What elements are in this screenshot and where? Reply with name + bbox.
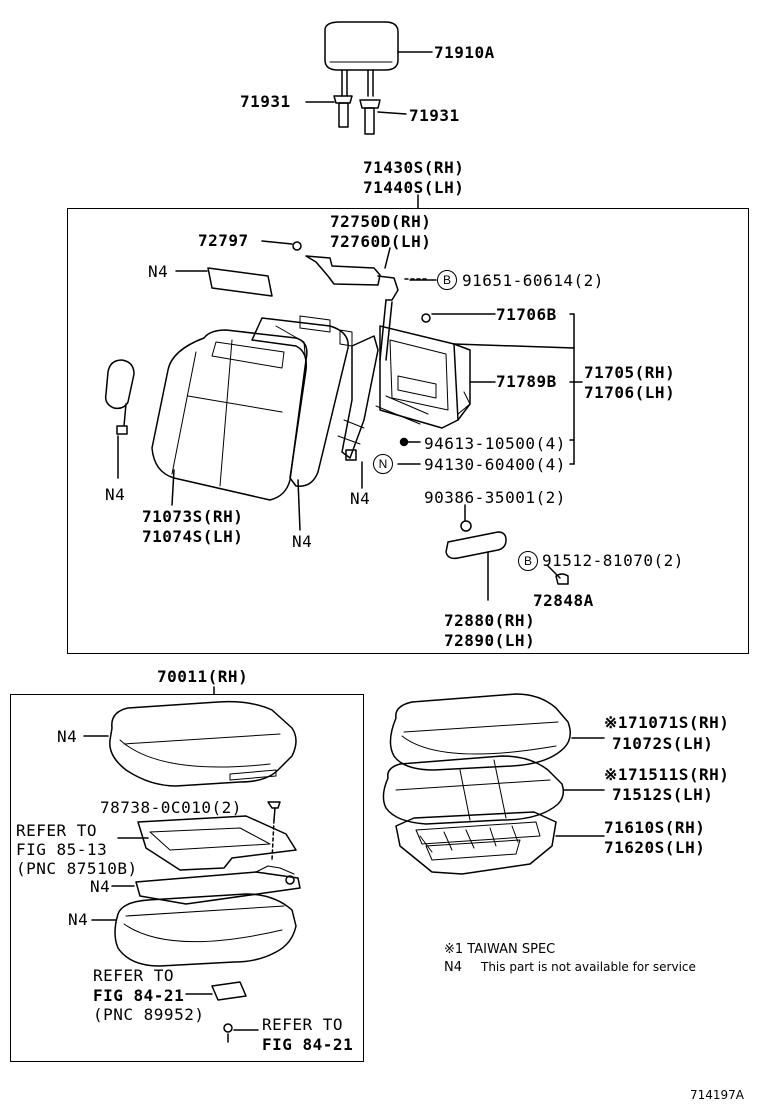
label-n4-frame: N4	[350, 489, 371, 508]
label-frame-rh: 71705(RH)	[584, 363, 676, 382]
label-refer-3a: REFER TO	[262, 1015, 344, 1034]
label-cushion-assy: 70011(RH)	[157, 667, 249, 686]
cushion-pad-right-drawing	[382, 755, 605, 825]
headrest-supports-drawing	[305, 95, 407, 135]
shield-drawing	[445, 504, 569, 601]
label-hinge-cover-rh: 72750D(RH)	[330, 212, 432, 231]
label-cover-rh: 71073S(RH)	[142, 507, 244, 526]
label-frame-lh: 71706(LH)	[584, 383, 676, 402]
label-refer-2c: (PNC 89952)	[93, 1005, 205, 1024]
label-cushion-frame-lh: 71620S(LH)	[604, 838, 706, 857]
seatback-frame-drawing	[337, 335, 379, 489]
label-headrest: 71910A	[434, 43, 495, 62]
label-bolt-91512: 91512-81070(2)	[542, 551, 684, 570]
bolt-marker-b-2: B	[518, 551, 538, 571]
label-clip-72797: 72797	[198, 231, 249, 250]
label-screw-90386: 90386-35001(2)	[424, 488, 566, 507]
label-nut-94130: 94130-60400(4)	[424, 455, 566, 474]
cushion-heater-drawing	[111, 815, 301, 905]
nut-marker-n: N	[373, 454, 393, 474]
label-cap-72848a: 72848A	[533, 591, 594, 610]
label-refer-1c: (PNC 87510B)	[16, 859, 138, 878]
label-hinge-cover-lh: 72760D(LH)	[330, 232, 432, 251]
label-refer-2b: FIG 84-21	[93, 986, 185, 1005]
label-cushion-pad-lh: 71512S(LH)	[612, 785, 714, 804]
label-cushion-cover-rh: ※171071S(RH)	[604, 713, 730, 732]
label-headrest-support-left: 71931	[240, 92, 291, 111]
label-n4-left: N4	[105, 485, 126, 504]
label-cushion-frame-rh: 71610S(RH)	[604, 818, 706, 837]
label-clip-78738: 78738-0C010(2)	[100, 798, 242, 817]
cushion-frame-right-drawing	[395, 811, 605, 875]
label-n4-cushion-bottom: N4	[68, 910, 89, 929]
label-cushion-cover-lh: 71072S(LH)	[612, 734, 714, 753]
note-taiwan-spec: ※1 TAIWAN SPEC	[444, 942, 556, 957]
bolt-marker-b: B	[437, 270, 457, 290]
label-cushion-pad-rh: ※171511S(RH)	[604, 765, 730, 784]
label-bolt-91651: 91651-60614(2)	[462, 271, 604, 290]
seatback-cover-drawing	[151, 329, 308, 501]
label-n4-pad: N4	[148, 262, 169, 281]
label-n4-mid: N4	[292, 532, 313, 551]
cushion-bottom-drawing	[91, 893, 297, 967]
label-shield-lh: 72890(LH)	[444, 631, 536, 650]
cushion-top-drawing	[83, 700, 297, 787]
label-hook-71706b: 71706B	[496, 305, 557, 324]
label-shield-rh: 72880(RH)	[444, 611, 536, 630]
label-refer-2a: REFER TO	[93, 966, 175, 985]
label-seatback-rh: 71430S(RH)	[363, 158, 465, 177]
note-n4-text: This part is not available for service	[481, 960, 696, 974]
label-refer-1b: FIG 85-13	[16, 840, 108, 859]
seatback-frame-71705-drawing	[375, 313, 583, 465]
label-cover-lh: 71074S(LH)	[142, 527, 244, 546]
label-headrest-support-right: 71931	[409, 106, 460, 125]
label-frame-71789b: 71789B	[496, 372, 557, 391]
label-seatback-lh: 71440S(LH)	[363, 178, 465, 197]
seatback-assembly-frame	[67, 208, 749, 654]
label-refer-3b: FIG 84-21	[262, 1035, 354, 1054]
hinge-cover-drawing	[305, 247, 427, 361]
cushion-cover-right-drawing	[389, 693, 605, 771]
cushion-assembly-frame	[10, 694, 364, 1062]
label-nut-94613: 94613-10500(4)	[424, 434, 566, 453]
label-refer-1a: REFER TO	[16, 821, 98, 840]
headrest-drawing	[324, 21, 433, 97]
note-n4-key: N4	[444, 960, 462, 975]
label-n4-cushion-top: N4	[57, 727, 78, 746]
recliner-lever-drawing	[104, 359, 135, 479]
label-n4-mat: N4	[90, 877, 111, 896]
figure-id: 714197A	[690, 1088, 745, 1102]
